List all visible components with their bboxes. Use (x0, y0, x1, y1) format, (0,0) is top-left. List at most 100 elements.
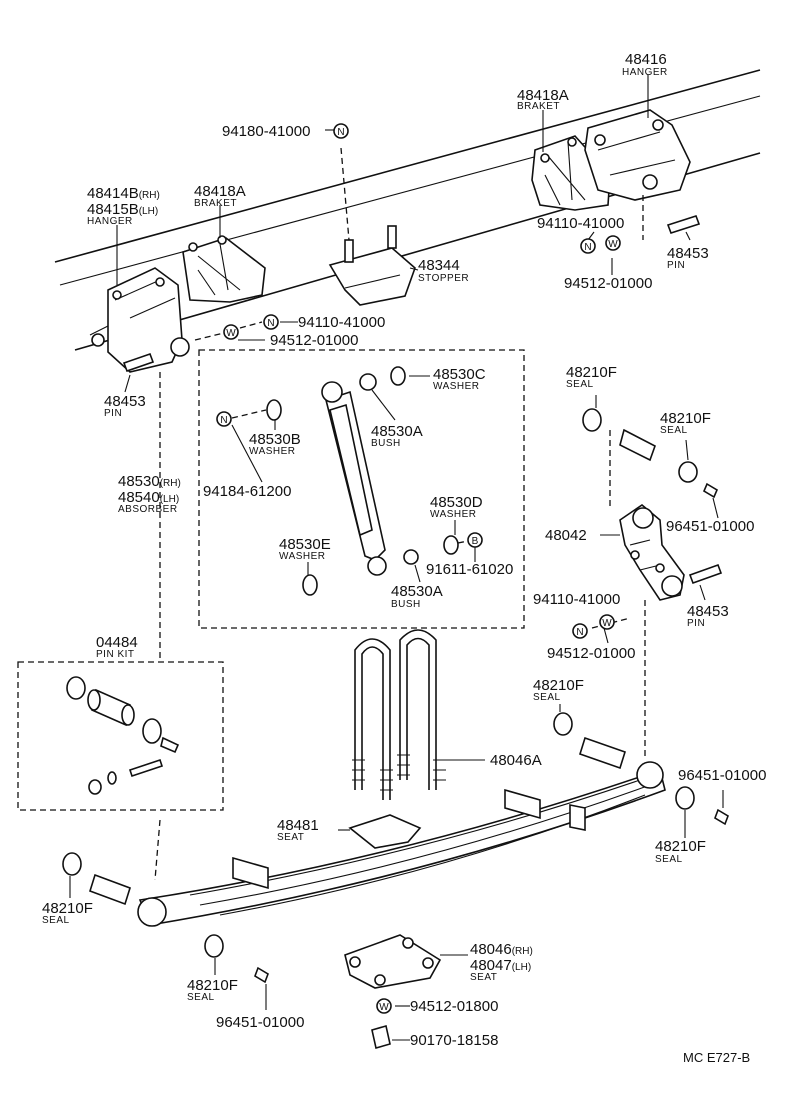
bracket-front-drawing (182, 235, 266, 303)
svg-text:SEAT: SEAT (470, 972, 497, 983)
washer-symbol-front: W (223, 324, 239, 340)
svg-text:PIN: PIN (687, 618, 705, 629)
bush-a-bottom-drawing (403, 549, 419, 565)
label-washer-e: 48530E (279, 536, 331, 553)
svg-text:BUSH: BUSH (391, 599, 421, 610)
leaf-spring-drawing (137, 761, 666, 927)
svg-text:B: B (472, 536, 479, 547)
nut-symbol-shackle: N (572, 623, 588, 639)
label-hanger-front-lh: 48415B(LH) (87, 201, 158, 218)
hanger-rear-drawing (584, 109, 691, 201)
seal-shackle-right-drawing (678, 461, 698, 483)
seal-shackle-top-drawing (582, 408, 602, 432)
svg-text:BRAKET: BRAKET (194, 198, 237, 209)
label-washer-ubolt: 94512-01800 (410, 998, 498, 1015)
front-hanger-drawing (89, 267, 190, 373)
washer-symbol-shackle: W (599, 614, 615, 630)
svg-text:HANGER: HANGER (622, 67, 668, 78)
label-bolt-absorber: 91611-61020 (426, 561, 513, 578)
label-pin-front: 48453 (104, 393, 146, 410)
label-pin-kit: 04484 (96, 634, 138, 651)
pin-kit-box (17, 661, 224, 811)
pin-front-spring-drawing (89, 873, 131, 906)
pin-front-drawing (122, 352, 155, 373)
svg-text:N: N (220, 415, 227, 426)
label-nut-ubolt: 90170-18158 (410, 1032, 498, 1049)
diagram-code: MC E727-B (683, 1050, 750, 1065)
label-seat-spring: 48481 (277, 817, 319, 834)
svg-text:WASHER: WASHER (249, 446, 296, 457)
label-grease-fitting-front: 96451-01000 (216, 1014, 304, 1031)
pin-rear-top-drawing (666, 215, 701, 234)
absorber-kit-box (198, 349, 525, 629)
svg-text:STOPPER: STOPPER (418, 273, 469, 284)
svg-text:PIN KIT: PIN KIT (96, 649, 135, 660)
seat-spring-drawing (348, 814, 422, 849)
label-shackle: 48042 (545, 527, 587, 544)
svg-text:BUSH: BUSH (371, 438, 401, 449)
svg-text:W: W (602, 618, 612, 629)
grease-fitting-rear-drawing (714, 808, 729, 826)
svg-text:N: N (576, 627, 583, 638)
washer-symbol-rear: W (605, 235, 621, 251)
pin-shackle-drawing (688, 563, 723, 585)
svg-text:WASHER: WASHER (279, 551, 326, 562)
label-seal-spring-rear: 48210F (655, 838, 706, 855)
label-bush-a-top: 48530A (371, 423, 423, 440)
shackle-drawing (619, 503, 685, 601)
label-washer-b: 48530B (249, 431, 301, 448)
pin-spring-rear-drawing (579, 736, 626, 770)
washer-c-drawing (390, 366, 406, 386)
washer-b-drawing (266, 399, 282, 421)
svg-text:WASHER: WASHER (433, 381, 480, 392)
label-seal-shackle-top: 48210F (566, 364, 617, 381)
svg-text:N: N (584, 242, 591, 253)
seal-spring-rear-top-drawing (553, 712, 573, 736)
seal-front-left-drawing (62, 852, 82, 876)
nut-ubolt-drawing (371, 1024, 391, 1050)
washer-d-drawing (443, 535, 459, 555)
label-washer-c: 48530C (433, 366, 486, 383)
label-grease-fitting-shackle: 96451-01000 (666, 518, 754, 535)
label-grease-fitting-rear: 96451-01000 (678, 767, 766, 784)
svg-text:BRAKET: BRAKET (517, 101, 560, 112)
label-washer-d: 48530D (430, 494, 483, 511)
svg-text:N: N (337, 127, 344, 138)
label-hanger-front: 48414B(RH) (87, 185, 160, 202)
lower-seat-drawing (344, 934, 442, 989)
label-absorber-lh: 48540(LH) (118, 489, 179, 506)
label-nut-absorber: 94184-61200 (203, 483, 291, 500)
nut-symbol-front: N (263, 314, 279, 330)
svg-text:SEAL: SEAL (187, 992, 215, 1003)
svg-text:W: W (608, 239, 618, 250)
label-nut-rear-top: 94110-41000 (537, 215, 624, 232)
svg-text:SEAL: SEAL (533, 692, 561, 703)
label-bracket-rear: 48418A (517, 87, 569, 104)
svg-text:SEAT: SEAT (277, 832, 304, 843)
label-hanger-rear: 48416 (625, 51, 667, 68)
nut-symbol-rear: N (580, 238, 596, 254)
svg-text:SEAL: SEAL (42, 915, 70, 926)
shackle-pin-drawing (619, 428, 656, 462)
label-washer-front: 94512-01000 (270, 332, 358, 349)
svg-text:W: W (379, 1002, 389, 1013)
absorber-drawing (321, 381, 387, 576)
svg-text:HANGER: HANGER (87, 216, 133, 227)
bush-a-top-drawing (359, 373, 377, 391)
label-seal-spring-rear-top: 48210F (533, 677, 584, 694)
label-washer-shackle: 94512-01000 (547, 645, 635, 662)
label-nut-shackle: 94110-41000 (533, 591, 620, 608)
bolt-symbol-absorber: B (467, 532, 483, 548)
label-washer-rear-top: 94512-01000 (564, 275, 652, 292)
part-labels: 94180-41000 48414B(RH) 48415B(LH) HANGER… (42, 51, 766, 1065)
label-bolt-top: 94180-41000 (222, 123, 310, 140)
label-stopper: 48344 (418, 257, 460, 274)
label-seat-lh: 48047(LH) (470, 957, 531, 974)
svg-text:SEAL: SEAL (566, 379, 594, 390)
label-bush-a-bottom: 48530A (391, 583, 443, 600)
washer-symbol-ubolt: W (376, 998, 392, 1014)
u-bolt-drawing (352, 629, 446, 800)
grease-fitting-front-drawing (254, 966, 269, 984)
label-bracket-front: 48418A (194, 183, 246, 200)
label-seal-front-left: 48210F (42, 900, 93, 917)
